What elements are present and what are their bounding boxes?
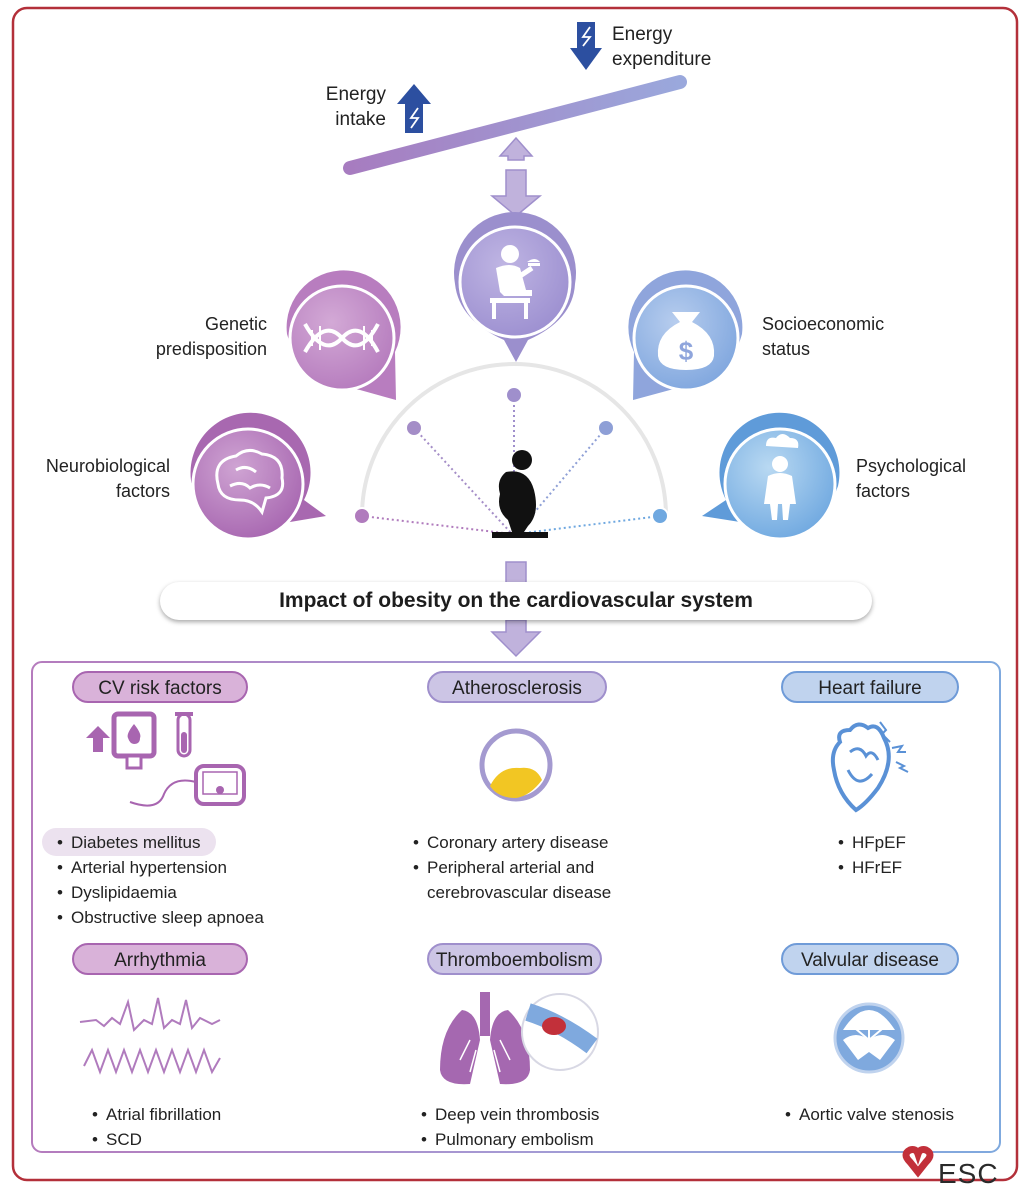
psychological-line2: factors [856, 481, 911, 501]
arrhythmia-pill: Arrhythmia [72, 943, 248, 975]
aortic-valve-icon [833, 1002, 905, 1074]
test-tube-icon [175, 712, 193, 758]
psychological-label: Psychological factors [856, 454, 996, 504]
outer-frame [11, 6, 1019, 1182]
balance-beam [343, 75, 687, 175]
thromboembolism-list: Deep vein thrombosis Pulmonary embolism [421, 1102, 641, 1152]
list-item: Obstructive sleep apnoea [57, 905, 317, 930]
genetic-label: Genetic predisposition [110, 312, 267, 362]
energy-expenditure-line2: expenditure [612, 49, 712, 70]
arrhythmia-list: Atrial fibrillation SCD [92, 1102, 292, 1152]
psychological-line1: Psychological [856, 456, 967, 476]
impact-title: Impact of obesity on the cardiovascular … [160, 582, 872, 620]
neurobiological-line2: factors [115, 481, 170, 501]
energy-intake-line2: intake [335, 109, 386, 130]
genetic-line2: predisposition [155, 339, 267, 359]
stressed-person-badge [702, 412, 840, 541]
esc-logo-text: ESC [938, 1158, 999, 1189]
genetic-line1: Genetic [204, 314, 267, 334]
impact-arrow-icon [490, 561, 542, 658]
eating-person-badge [453, 211, 576, 362]
scale-arc [360, 362, 668, 517]
arrow-up-icon [397, 84, 431, 133]
socioeconomic-line2: status [762, 339, 811, 359]
valvular-pill: Valvular disease [781, 943, 959, 975]
energy-intake-label: Energy intake [290, 82, 386, 132]
brain-icon [215, 449, 285, 516]
thromboembolism-pill: Thromboembolism [427, 943, 602, 975]
heart-icon [830, 721, 909, 813]
atherosclerosis-list: Coronary artery disease Peripheral arter… [413, 830, 633, 905]
list-item: HFrEF [838, 855, 958, 880]
list-item: Diabetes mellitus [57, 830, 317, 855]
list-item: Deep vein thrombosis [421, 1102, 641, 1127]
neurobiological-line1: Neurobiological [45, 456, 170, 476]
stressed-person-icon [764, 434, 799, 520]
energy-expenditure-line1: Energy [612, 24, 673, 45]
list-item: Coronary artery disease [413, 830, 633, 855]
money-bag-badge: $ [628, 270, 743, 400]
artery-plaque-icon [479, 728, 553, 802]
money-bag-icon: $ [657, 312, 715, 370]
heart-failure-pill: Heart failure [781, 671, 959, 703]
obese-person-icon [492, 450, 548, 538]
valvular-list: Aortic valve stenosis [785, 1102, 985, 1127]
ecg-trace-icon [79, 997, 221, 1075]
neurobiological-label: Neurobiological factors [20, 454, 170, 504]
arrow-down-icon [570, 22, 602, 70]
list-item: Pulmonary embolism [421, 1127, 641, 1152]
list-item: HFpEF [838, 830, 958, 855]
list-item: Aortic valve stenosis [785, 1102, 985, 1127]
atherosclerosis-pill: Atherosclerosis [427, 671, 607, 703]
blood-pressure-monitor-icon [129, 764, 246, 807]
scale-dots [353, 386, 669, 525]
svg-text:$: $ [679, 336, 694, 366]
outcome-box [31, 661, 1001, 1153]
dna-icon [303, 323, 380, 353]
cv-risk-list: Diabetes mellitus Arterial hypertension … [57, 830, 317, 930]
socioeconomic-label: Socioeconomic status [762, 312, 912, 362]
list-item: Atrial fibrillation [92, 1102, 292, 1127]
list-item: Peripheral arterial and cerebrovascular … [413, 855, 633, 905]
socioeconomic-line1: Socioeconomic [762, 314, 885, 334]
lungs-clot-icon [440, 992, 599, 1085]
brain-badge [190, 412, 326, 541]
list-item: Dyslipidaemia [57, 880, 317, 905]
glucose-meter-icon [86, 711, 157, 770]
dna-badge [286, 270, 401, 400]
fulcrum-arrow-icon [489, 136, 543, 217]
esc-logo-icon [902, 1146, 934, 1178]
heart-failure-list: HFpEF HFrEF [838, 830, 958, 880]
list-item: Arterial hypertension [57, 855, 317, 880]
energy-intake-line1: Energy [325, 84, 386, 105]
energy-expenditure-label: Energy expenditure [612, 22, 762, 72]
list-item: SCD [92, 1127, 292, 1152]
cv-risk-pill: CV risk factors [72, 671, 248, 703]
